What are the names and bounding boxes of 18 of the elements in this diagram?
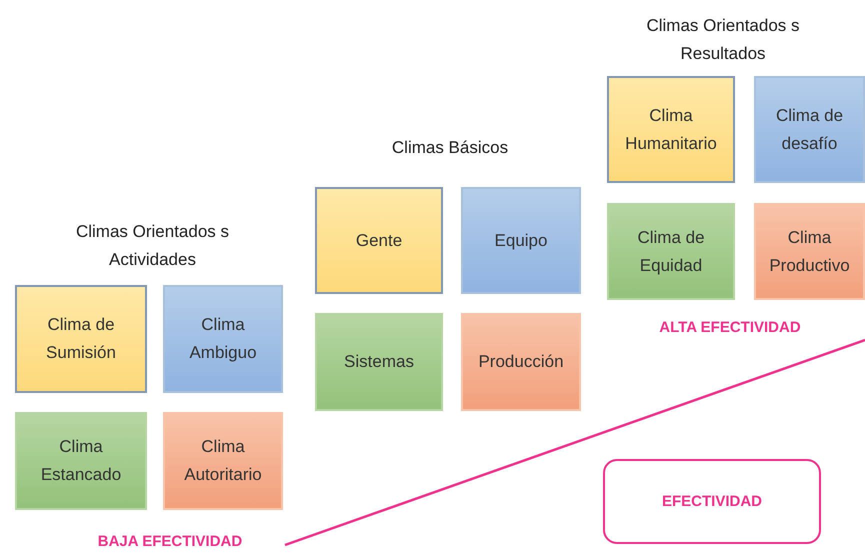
climate-box: Clima Ambiguo — [163, 285, 283, 393]
climate-box: Clima Autoritario — [163, 412, 283, 510]
axis-label: BAJA EFECTIVIDAD — [96, 532, 244, 552]
axis-label: ALTA EFECTIVIDAD — [658, 318, 802, 338]
group-heading: Climas Orientados s Resultados — [645, 15, 801, 65]
group-heading: Climas Orientados s Actividades — [74, 221, 230, 271]
climate-box: Clima de Sumisión — [15, 285, 147, 393]
group-heading: Climas Básicos — [390, 137, 510, 159]
climate-box: Equipo — [461, 187, 581, 294]
climate-box: Clima de desafío — [754, 76, 865, 183]
rounded-box: EFECTIVIDAD — [603, 459, 821, 544]
climate-box: Gente — [315, 187, 443, 294]
climate-box: Sistemas — [315, 313, 443, 411]
climate-box: Clima de Equidad — [607, 203, 735, 300]
climate-box: Producción — [461, 313, 581, 411]
climate-box: Clima Humanitario — [607, 76, 735, 183]
climate-box: Clima Productivo — [754, 203, 865, 300]
climate-box: Clima Estancado — [15, 412, 147, 510]
